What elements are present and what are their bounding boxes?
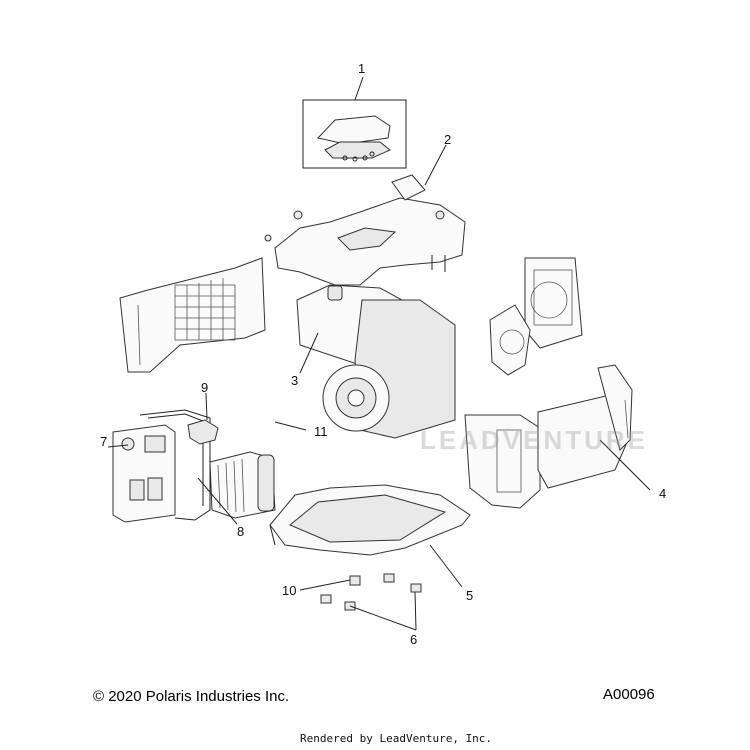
part-4-side-cover <box>464 364 633 509</box>
part-1-top-cover <box>302 99 407 169</box>
callout-9: 9 <box>201 380 209 395</box>
part-3-engine-assembly <box>296 284 456 439</box>
callout-11: 11 <box>314 424 328 439</box>
rendered-by-text: Rendered by LeadVenture, Inc. <box>300 732 493 745</box>
part-11-inverter <box>209 451 276 519</box>
copyright-text: © 2020 Polaris Industries Inc. <box>93 688 290 705</box>
leader-lines <box>107 76 651 631</box>
drawing-id: A00096 <box>603 686 655 703</box>
left-side-panel <box>119 257 266 373</box>
callout-1: 1 <box>358 61 366 76</box>
callout-8: 8 <box>237 524 245 539</box>
part-7-control-panel <box>112 424 176 523</box>
watermark: LEADVENTURE <box>420 425 649 455</box>
rear-grille-panels <box>489 257 583 376</box>
callout-2: 2 <box>444 132 452 147</box>
callout-6: 6 <box>410 632 418 647</box>
callout-4: 4 <box>659 486 667 501</box>
part-2-upper-shroud <box>264 174 466 286</box>
callout-10: 10 <box>282 583 297 598</box>
part-9-bracket <box>187 419 219 445</box>
part-6-feet <box>320 573 422 611</box>
callout-3: 3 <box>291 373 299 388</box>
part-5-bottom-tray <box>269 484 471 556</box>
callout-5: 5 <box>466 588 474 603</box>
callout-7: 7 <box>100 434 108 449</box>
part-10-foot <box>349 575 361 586</box>
